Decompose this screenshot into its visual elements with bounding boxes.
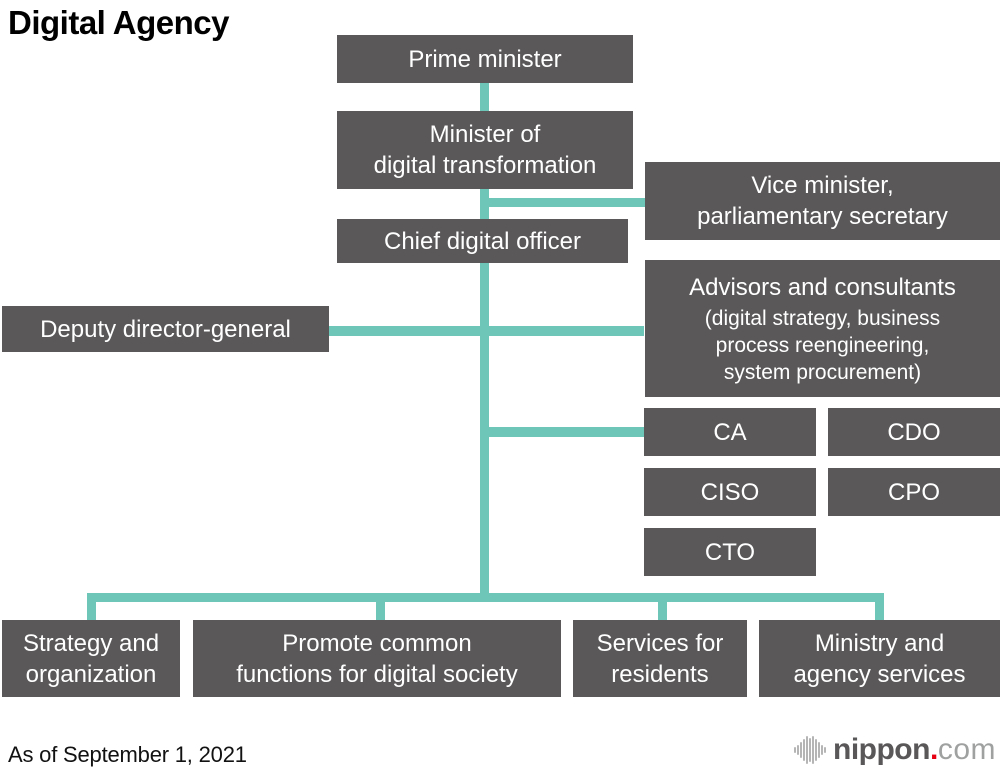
logo-dot: . xyxy=(929,733,938,766)
soundwave-icon xyxy=(794,735,826,765)
box-label: CDO xyxy=(887,418,941,446)
box-cto: CTO xyxy=(644,528,816,576)
connector-vice-minister xyxy=(480,198,645,207)
box-label-line: residents xyxy=(611,660,709,688)
box-deputy-director-general: Deputy director-general xyxy=(2,306,329,352)
connector-deputy-advisors xyxy=(328,326,644,336)
box-label-line: Services for xyxy=(596,629,724,657)
box-cpo: CPO xyxy=(828,468,1000,516)
connector-bottom-rail xyxy=(87,593,884,602)
box-promote-common-functions: Promote common functions for digital soc… xyxy=(193,620,561,697)
connector-trunk-top xyxy=(480,83,489,111)
page-title: Digital Agency xyxy=(8,4,230,41)
box-label-line: parliamentary secretary xyxy=(697,203,948,230)
box-sublabel-line: system procurement) xyxy=(723,360,922,384)
connector-drop-promote xyxy=(376,593,385,620)
box-label-line: organization xyxy=(25,660,157,688)
connector-officers xyxy=(480,427,644,437)
box-label-line: Strategy and xyxy=(22,629,160,657)
box-label: CA xyxy=(713,418,747,446)
box-label-line: digital transformation xyxy=(373,152,597,179)
box-label-line: Minister of xyxy=(429,121,541,148)
logo-tld: com xyxy=(937,733,996,766)
box-ca: CA xyxy=(644,408,816,456)
box-ministry-agency-services: Ministry and agency services xyxy=(759,620,1000,697)
box-strategy-organization: Strategy and organization xyxy=(2,620,180,697)
connector-drop-ministry xyxy=(875,593,884,620)
box-label: CTO xyxy=(704,538,756,566)
box-advisors-consultants: Advisors and consultants (digital strate… xyxy=(645,260,1000,397)
box-label-line: Vice minister, xyxy=(751,172,894,199)
box-label: CPO xyxy=(887,478,940,506)
nippon-com-logo: nippon.com xyxy=(794,733,996,767)
box-label-line: agency services xyxy=(793,660,966,688)
box-sublabel-line: process reengineering, xyxy=(715,333,930,357)
box-services-for-residents: Services for residents xyxy=(573,620,747,697)
box-ciso: CISO xyxy=(644,468,816,516)
box-label: Chief digital officer xyxy=(384,227,581,255)
box-sublabel-line: (digital strategy, business xyxy=(704,306,941,330)
box-label-line: functions for digital society xyxy=(236,660,518,688)
logo-name: nippon xyxy=(833,733,930,766)
box-label: CISO xyxy=(700,478,760,506)
box-label-line: Ministry and xyxy=(814,629,945,657)
box-label: Deputy director-general xyxy=(40,315,291,343)
box-prime-minister: Prime minister xyxy=(337,35,633,83)
as-of-date: As of September 1, 2021 xyxy=(8,742,247,767)
box-vice-minister: Vice minister, parliamentary secretary xyxy=(645,162,1000,240)
box-minister-digital-transformation: Minister of digital transformation xyxy=(337,111,633,189)
box-label: Advisors and consultants xyxy=(689,273,956,301)
box-cdo: CDO xyxy=(828,408,1000,456)
logo-wordmark: nippon.com xyxy=(833,733,996,767)
box-label: Prime minister xyxy=(408,45,562,73)
connector-drop-strategy xyxy=(87,593,96,620)
connector-drop-services xyxy=(658,593,667,620)
box-chief-digital-officer: Chief digital officer xyxy=(337,219,628,263)
box-label-line: Promote common xyxy=(282,629,472,657)
